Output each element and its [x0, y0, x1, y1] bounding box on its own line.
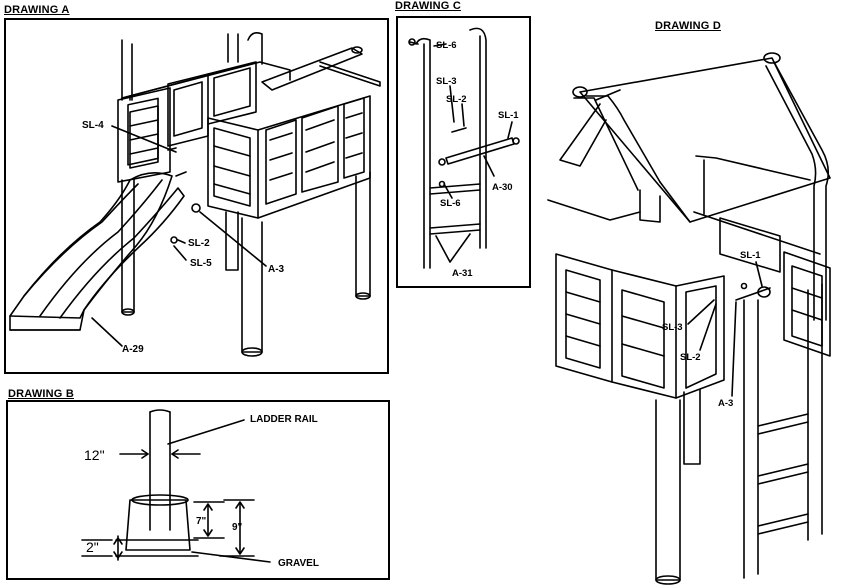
drawing-a-title: DRAWING A	[4, 4, 70, 16]
label-b-ladder-rail: LADDER RAIL	[250, 414, 318, 425]
label-b-dim-2: 2"	[86, 539, 99, 555]
label-a-a29: A-29	[122, 344, 144, 355]
drawing-a-artwork	[9, 32, 381, 357]
label-b-gravel: GRAVEL	[278, 558, 319, 569]
label-a-sl5: SL-5	[190, 258, 212, 269]
label-a-sl2: SL-2	[188, 238, 210, 249]
label-c-sl1: SL-1	[498, 110, 519, 121]
drawing-b-artwork	[81, 409, 271, 563]
drawing-c-title: DRAWING C	[395, 0, 461, 12]
label-c-sl3: SL-3	[436, 76, 457, 87]
label-b-dim-9: 9"	[232, 522, 243, 533]
label-c-sl6-top: SL-6	[436, 40, 457, 51]
label-a-sl4: SL-4	[82, 120, 104, 131]
label-d-a3: A-3	[718, 398, 733, 409]
label-c-a31: A-31	[452, 268, 473, 279]
drawing-b-panel	[6, 400, 390, 580]
drawing-d-title: DRAWING D	[655, 20, 721, 32]
drawing-d-artwork	[547, 52, 831, 585]
label-d-sl3: SL-3	[662, 322, 683, 333]
label-d-sl2: SL-2	[680, 352, 701, 363]
label-b-dim-12: 12"	[84, 447, 105, 463]
label-c-a30: A-30	[492, 182, 513, 193]
label-b-dim-7: 7"	[196, 516, 207, 527]
label-c-sl6-bottom: SL-6	[440, 198, 461, 209]
drawing-b-title: DRAWING B	[8, 388, 74, 400]
label-d-sl1: SL-1	[740, 250, 761, 261]
drawing-c-artwork	[408, 27, 520, 269]
label-a-a3: A-3	[268, 264, 285, 275]
label-c-sl2: SL-2	[446, 94, 467, 105]
